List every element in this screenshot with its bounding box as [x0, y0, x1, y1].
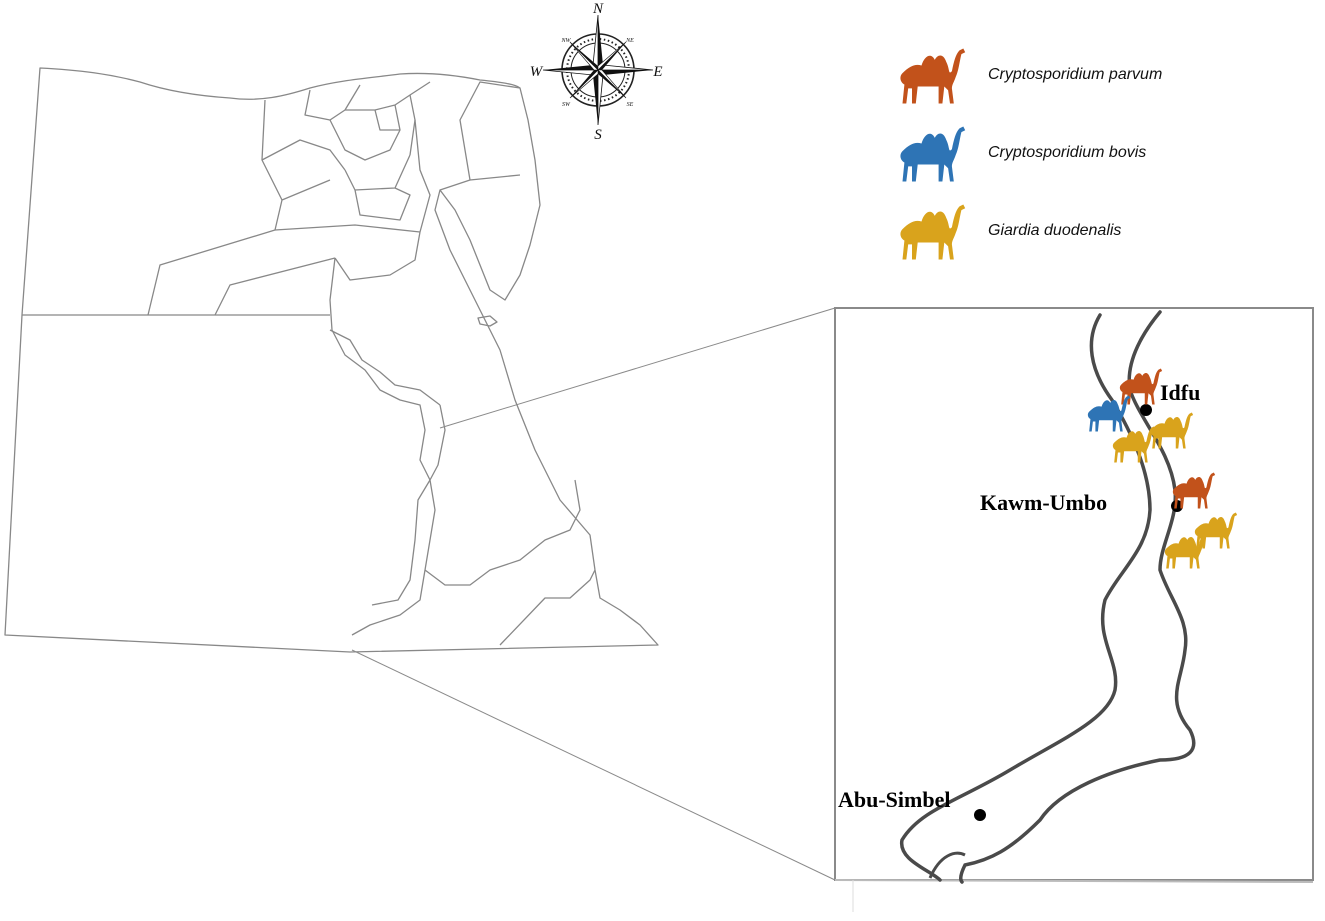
border-line [409, 94, 416, 156]
border-line [214, 257, 336, 316]
egypt-outline [4, 67, 659, 653]
compass-point [598, 70, 653, 75]
river-islet [928, 851, 966, 879]
camel-icon [900, 204, 966, 260]
border-line [329, 257, 431, 481]
border-line [354, 187, 411, 221]
legend: Cryptosporidium parvum Cryptosporidium b… [893, 44, 1313, 278]
legend-item-cryptosporidium-parvum: Cryptosporidium parvum [893, 44, 1313, 122]
legend-item-cryptosporidium-bovis: Cryptosporidium bovis [893, 122, 1313, 200]
compass-east-label: E [652, 64, 662, 80]
inset-map [834, 307, 1314, 912]
compass-point [597, 64, 654, 71]
border-line [371, 479, 431, 606]
inset-shadow [834, 879, 1314, 883]
compass-point [593, 70, 598, 125]
compass-rose: N S E W NE NW SE SW [530, 1, 663, 143]
border-line [351, 569, 426, 636]
compass-point [592, 14, 599, 71]
zoom-connectors [351, 307, 836, 881]
inset-frame [834, 307, 1314, 881]
border-line [147, 179, 331, 316]
border-line [374, 109, 400, 131]
border-line [499, 569, 596, 646]
compass-point [597, 69, 627, 99]
city-label-idfu: Idfu [1160, 380, 1201, 405]
legend-label: Cryptosporidium parvum [988, 66, 1163, 83]
border-line [329, 329, 441, 406]
border-line [345, 81, 431, 111]
compass-west-label: W [530, 64, 544, 80]
border-line [334, 231, 421, 281]
legend-item-giardia-duodenalis: Giardia duodenalis [893, 200, 1313, 278]
camel-icon [900, 48, 966, 104]
compass-ne-label: NE [625, 38, 634, 44]
city-label-abu-simbel: Abu-Simbel [838, 787, 951, 812]
city-label-kawm-umbo: Kawm-Umbo [980, 490, 1108, 515]
border-line [329, 104, 401, 161]
legend-label: Cryptosporidium bovis [988, 144, 1147, 161]
compass-nw-label: NW [561, 38, 572, 44]
border-line [414, 119, 431, 233]
abu-simbel-marker [974, 809, 986, 821]
border-line [261, 139, 346, 171]
border-line [424, 479, 581, 586]
compass-south-label: S [594, 127, 602, 143]
border-line [344, 154, 411, 191]
border-line [439, 174, 521, 191]
border-line [424, 404, 446, 571]
connector-line [351, 649, 836, 881]
idfu-marker [1140, 404, 1152, 416]
egypt-map [4, 67, 659, 653]
compass-point [597, 69, 604, 126]
compass-sw-label: SW [562, 102, 571, 108]
compass-north-label: N [592, 1, 604, 17]
connector-line [439, 307, 836, 429]
border-line [261, 99, 283, 201]
camel-icon [900, 126, 966, 182]
compass-point [569, 41, 599, 71]
border-line [274, 224, 421, 233]
border-line [459, 81, 521, 181]
city-markers [974, 404, 1183, 821]
compass-point [598, 15, 603, 70]
island [477, 315, 498, 327]
legend-label: Giardia duodenalis [988, 222, 1122, 239]
compass-point [542, 69, 599, 76]
kawm-umbo-marker [1171, 500, 1183, 512]
border-line [304, 84, 361, 121]
compass-se-label: SE [627, 102, 634, 108]
compass-point [543, 65, 598, 70]
